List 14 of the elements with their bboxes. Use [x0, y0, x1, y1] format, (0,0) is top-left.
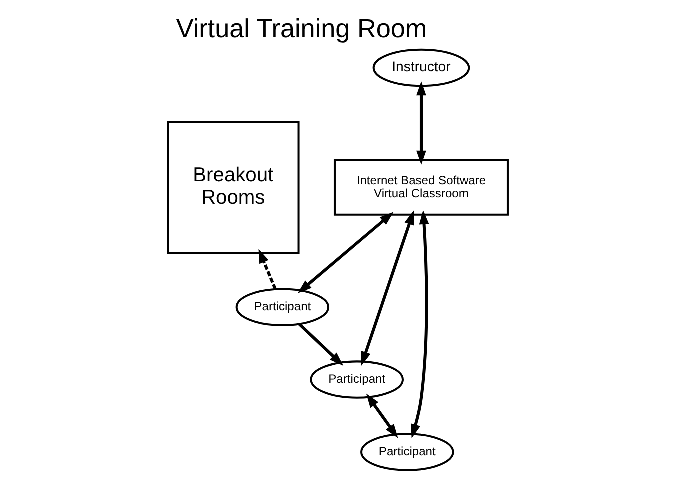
- arrow: [298, 212, 394, 294]
- node-box: Internet Based Software Virtual Classroom: [334, 160, 509, 216]
- arrow: [411, 210, 430, 439]
- node-ellipse: Participant: [236, 288, 330, 326]
- node-ellipse: Participant: [310, 360, 404, 399]
- arrow: [361, 210, 414, 366]
- arrow: [366, 394, 398, 438]
- arrow: [416, 82, 426, 165]
- node-ellipse: Instructor: [372, 48, 470, 88]
- arrow: [258, 249, 277, 290]
- node-box: Breakout Rooms: [167, 121, 300, 254]
- node-ellipse: Participant: [360, 433, 454, 472]
- diagram-title: Virtual Training Room: [176, 14, 428, 44]
- arrow: [298, 323, 344, 366]
